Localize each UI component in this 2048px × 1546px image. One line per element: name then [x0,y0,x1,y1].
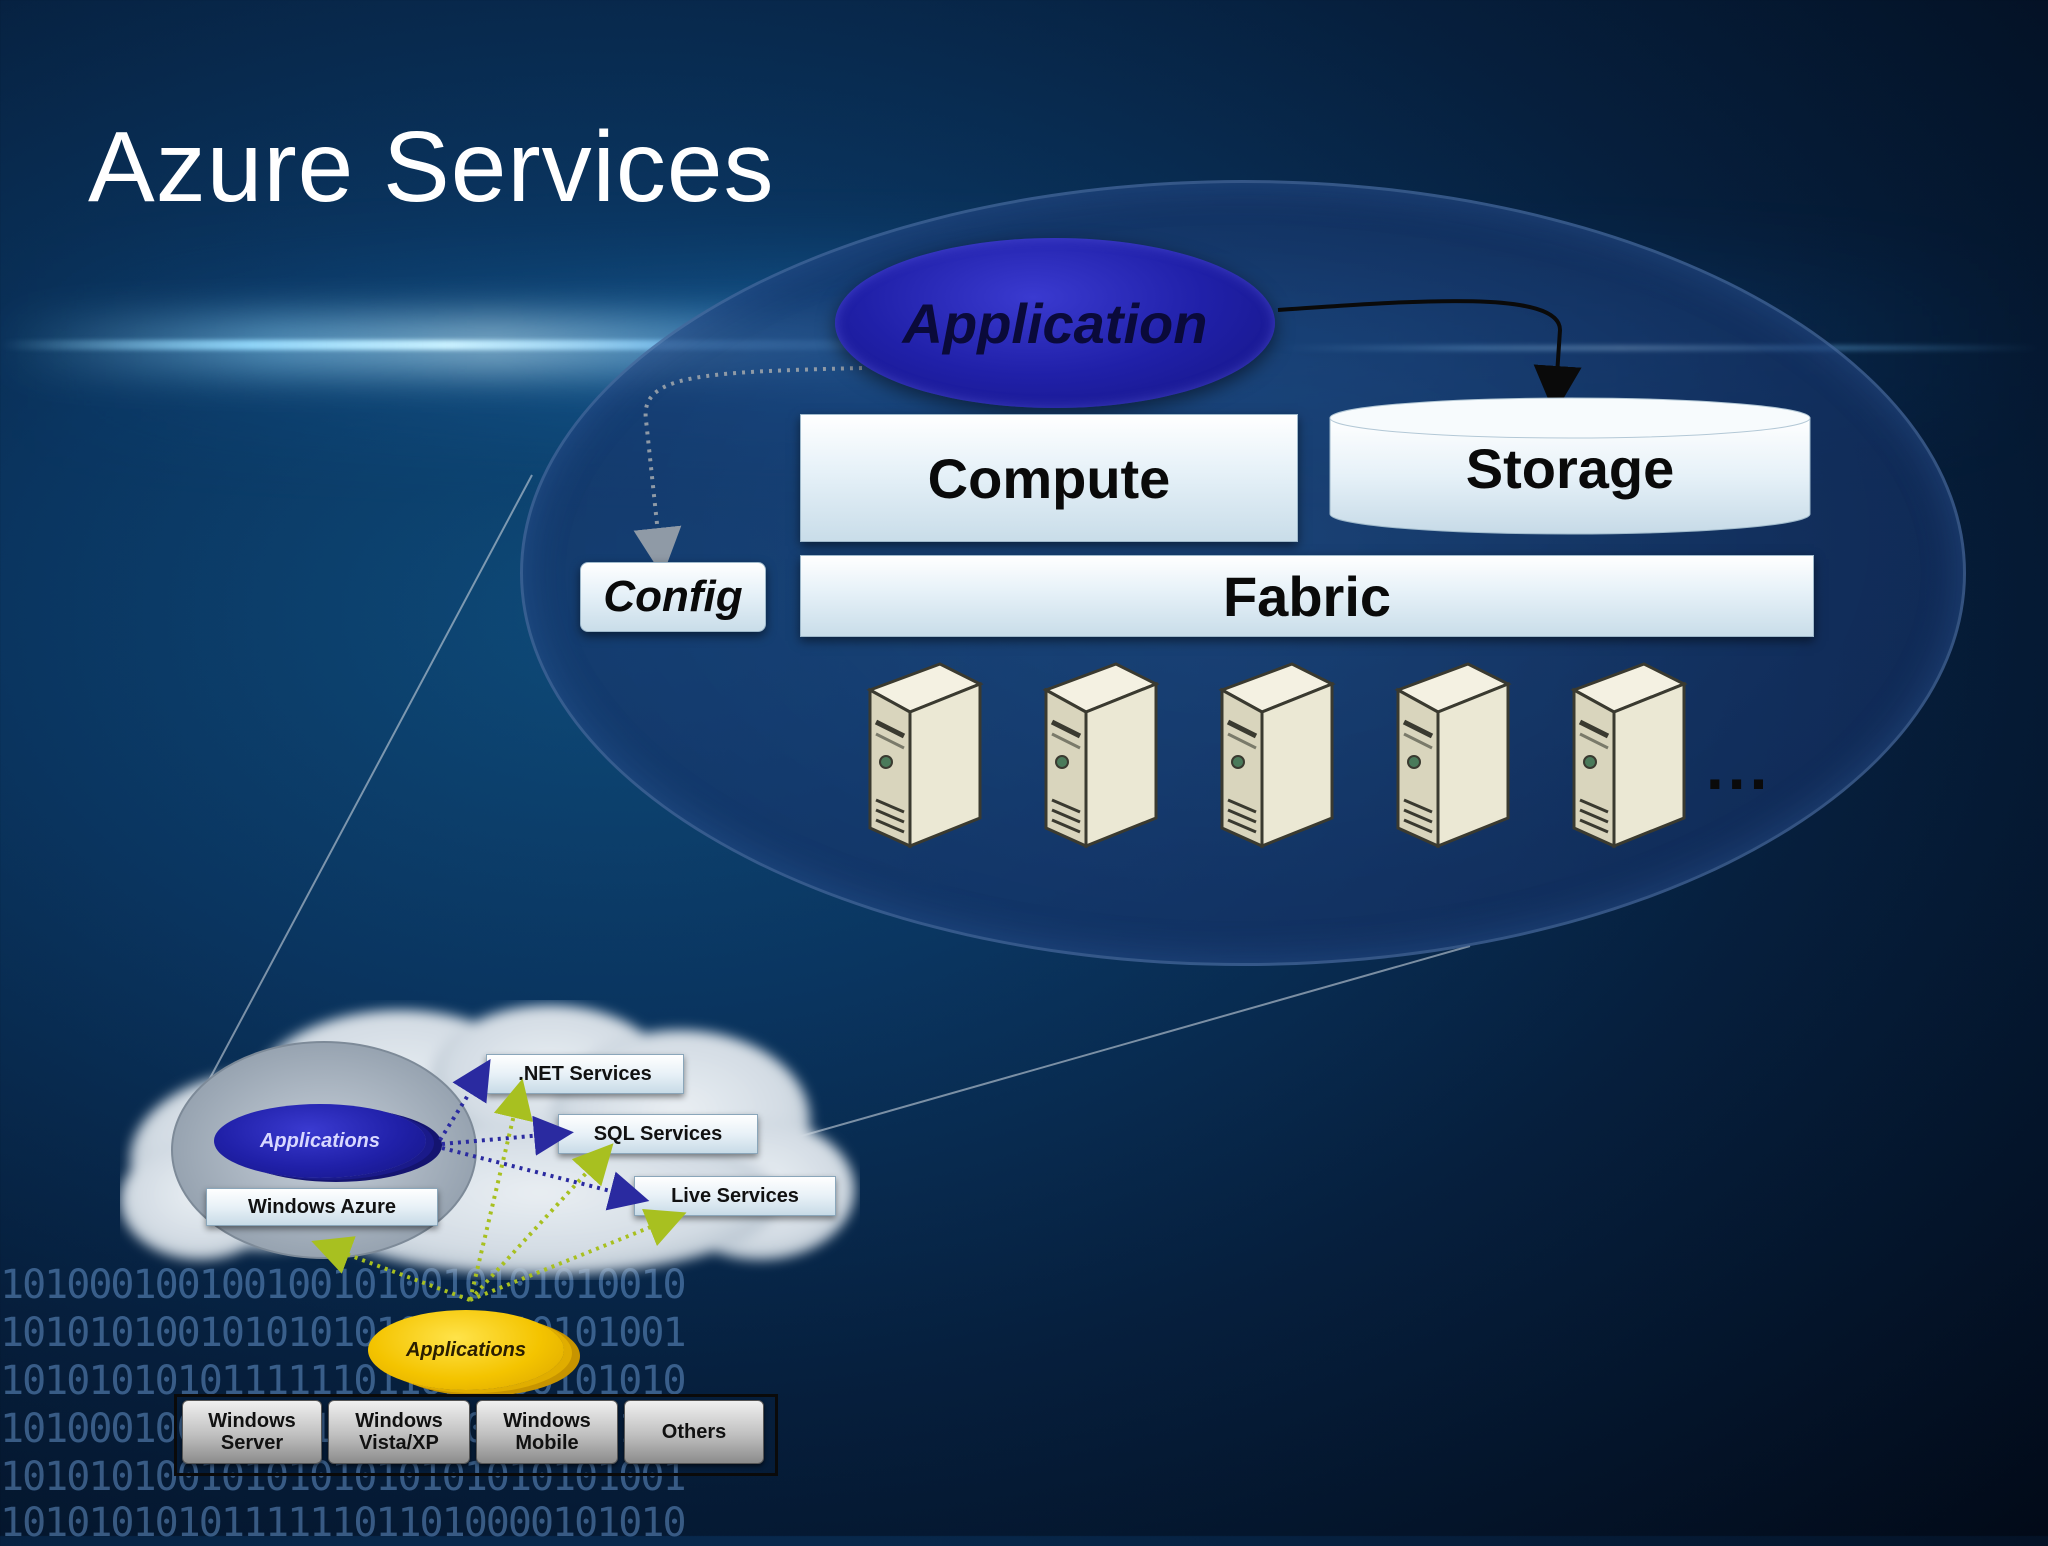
platform-label: Windows Server [208,1410,296,1454]
arrow-apps-to-sql [441,1115,574,1156]
platform-windows-server: Windows Server [182,1400,322,1464]
server-tower-icon [1554,650,1694,850]
arrow-apps-to-net [438,1059,491,1142]
sql-services-label: SQL Services [593,1122,723,1145]
cloud-applications-label: Applications [259,1129,380,1152]
platforms-frame [174,1394,778,1476]
arrow-client-to-azure [311,1236,471,1302]
application-label: Application [902,291,1208,355]
arrow-client-to-live [469,1208,687,1302]
config-label: Config [603,572,743,621]
client-applications-label: Applications [405,1338,526,1361]
live-services-label: Live Services [671,1184,799,1207]
arrow-apps-to-live [441,1146,650,1211]
net-services-label: .NET Services [518,1062,652,1085]
platform-label: Windows Vista/XP [355,1410,443,1454]
platform-label: Others [661,1421,727,1443]
windows-azure-box: Windows Azure [206,1188,438,1226]
platform-windows-vista-xp: Windows Vista/XP [328,1400,470,1464]
application-oval: Application [835,238,1275,408]
more-servers-ellipsis: ... [1706,731,1772,803]
compute-label: Compute [927,446,1171,510]
compute-box: Compute [800,414,1298,542]
platform-others: Others [624,1400,764,1464]
server-tower-icon [850,650,990,850]
storage-cylinder: Storage [1328,396,1812,538]
server-tower-icon [1026,650,1166,850]
windows-azure-label: Windows Azure [248,1195,396,1218]
server-tower-icon [1202,650,1342,850]
config-box: Config [580,562,766,632]
arrow-client-to-sql [468,1143,614,1302]
server-tower-icon [1378,650,1518,850]
client-applications-oval: Applications [368,1310,564,1390]
fabric-box: Fabric [800,555,1814,637]
platform-windows-mobile: Windows Mobile [476,1400,618,1464]
zoom-line-left [184,474,533,1126]
arrow-client-to-net [468,1078,533,1301]
fabric-label: Fabric [1222,564,1392,628]
slide-title: Azure Services [88,111,775,223]
binary-line: 1010101001010101010101010101001 [0,1310,687,1356]
storage-label: Storage [1465,437,1675,500]
background-streak [0,340,1000,350]
cloud-applications-oval: Applications [214,1104,426,1178]
platform-label: Windows Mobile [503,1410,591,1454]
application-to-storage-arrow [1277,299,1582,414]
